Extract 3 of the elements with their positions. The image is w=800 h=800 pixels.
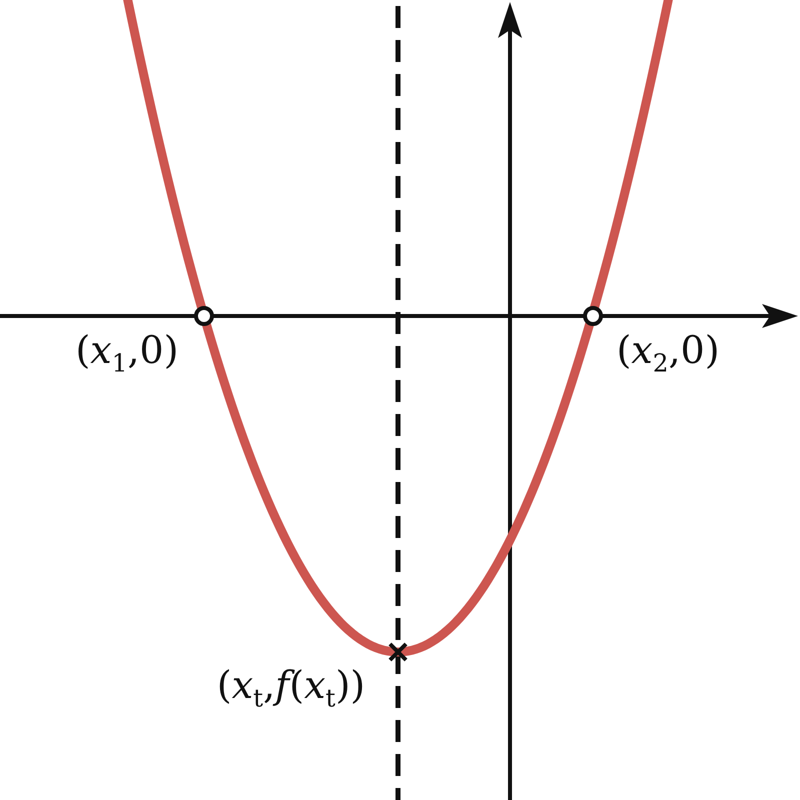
point-label: (x$_{t}$,f(x$_{t}$))	[216, 665, 366, 712]
point-label: (x$_{1}$,0)	[75, 330, 179, 377]
point-label: (x$_{2}$,0)	[616, 330, 720, 377]
